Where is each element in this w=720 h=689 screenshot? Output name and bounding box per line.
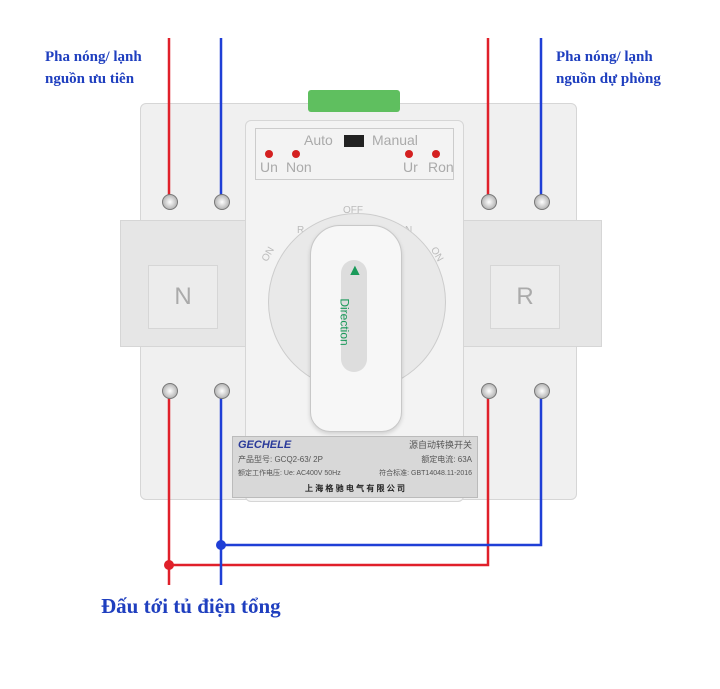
label-priority-source: Pha nóng/ lạnh nguồn ưu tiên xyxy=(45,46,142,90)
mode-switch[interactable] xyxy=(344,135,364,147)
mode-auto-label: Auto xyxy=(304,132,333,148)
led-non xyxy=(292,150,300,158)
left-side-label-box: N xyxy=(148,265,218,329)
red-junction xyxy=(164,560,174,570)
terminal-block xyxy=(308,90,400,112)
side-right-text: R xyxy=(516,283,534,310)
plate-current: 额定电流: 63A xyxy=(421,454,472,464)
status-panel: Auto Manual Un Non Ur Ron xyxy=(255,128,454,180)
label-priority-line1: Pha nóng/ lạnh xyxy=(45,49,142,65)
label-backup-line1: Pha nóng/ lạnh xyxy=(556,49,653,65)
plate-voltage: 额定工作电压: Ue: AC400V 50Hz xyxy=(238,470,341,478)
indicator-non: Non xyxy=(286,159,312,175)
plate-company: 上 海 格 驰 电 气 有 限 公 司 xyxy=(304,483,405,493)
rating-plate: GECHELE 源自动转换开关 产品型号: GCQ2-63/ 2P 额定电流: … xyxy=(232,436,478,498)
screw-icon xyxy=(214,383,230,399)
screw-icon xyxy=(162,194,178,210)
red-wire-bottom xyxy=(167,390,490,585)
plate-model: 产品型号: GCQ2-63/ 2P xyxy=(238,454,323,464)
led-un xyxy=(265,150,273,158)
side-left-text: N xyxy=(174,283,192,310)
indicator-ur: Ur xyxy=(403,159,418,175)
blue-junction xyxy=(216,540,226,550)
brand-logo: GECHELE xyxy=(238,439,292,451)
plate-standard: 符合标准: GBT14048.11-2016 xyxy=(379,470,472,478)
right-side-label-box: R xyxy=(490,265,560,329)
screw-icon xyxy=(481,194,497,210)
screw-icon xyxy=(162,383,178,399)
indicator-un: Un xyxy=(260,159,278,175)
label-priority-line2: nguồn ưu tiên xyxy=(45,71,135,87)
screw-icon xyxy=(214,194,230,210)
led-ur xyxy=(405,150,413,158)
dial-r: R xyxy=(297,225,305,236)
label-backup-source: Pha nóng/ lạnh nguồn dự phòng xyxy=(556,46,661,90)
label-main-panel: Đấu tới tủ điện tổng xyxy=(101,594,281,618)
led-ron xyxy=(432,150,440,158)
handle-window: ▲ Direction xyxy=(338,260,367,372)
screw-icon xyxy=(481,383,497,399)
screw-icon xyxy=(534,194,550,210)
label-backup-line2: nguồn dự phòng xyxy=(556,71,661,87)
plate-row-2: 额定工作电压: Ue: AC400V 50Hz 符合标准: GBT14048.1… xyxy=(238,469,472,479)
blue-wire-bottom xyxy=(219,390,543,585)
screw-icon xyxy=(534,383,550,399)
plate-row-3: 上 海 格 驰 电 气 有 限 公 司 xyxy=(238,484,472,494)
arrow-up-icon: ▲ xyxy=(347,262,363,279)
plate-row-header: GECHELE 源自动转换开关 xyxy=(238,439,472,451)
plate-row-1: 产品型号: GCQ2-63/ 2P 额定电流: 63A xyxy=(238,455,472,465)
dial-off: OFF xyxy=(343,205,363,216)
plate-title: 源自动转换开关 xyxy=(408,440,472,450)
indicator-ron: Ron xyxy=(428,159,454,175)
direction-handle[interactable]: ▲ Direction xyxy=(310,225,402,432)
mode-manual-label: Manual xyxy=(372,132,418,148)
